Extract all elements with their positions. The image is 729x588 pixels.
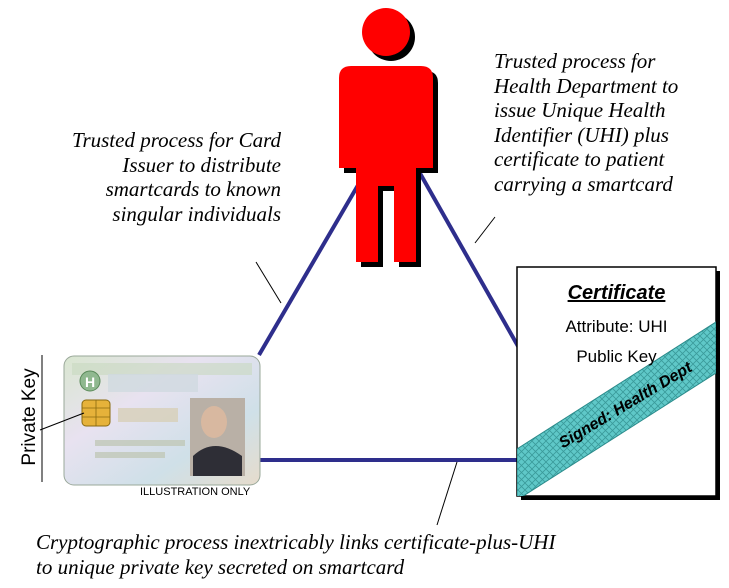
certificate-attribute: Attribute: UHI bbox=[565, 317, 668, 336]
portrait-photo bbox=[190, 398, 245, 476]
card-caption: ILLUSTRATION ONLY bbox=[140, 486, 251, 498]
annotation-line: Trusted process for Card bbox=[71, 128, 281, 152]
annotation-line: singular individuals bbox=[112, 201, 281, 226]
leader-line-card-issuer bbox=[255, 261, 282, 304]
leader-line-crypto bbox=[436, 461, 458, 526]
annotation-line: Health Department to bbox=[494, 73, 679, 98]
triangle-edge-left bbox=[257, 166, 370, 357]
annotation-line: Issuer to distribute bbox=[122, 152, 281, 177]
signed-band bbox=[517, 321, 716, 496]
person-icon bbox=[339, 8, 438, 267]
annotation-crypto: Cryptographic process inextricably links… bbox=[36, 530, 726, 579]
annotation-line: carrying a smartcard bbox=[494, 171, 673, 196]
annotation-line: Cryptographic process inextricably links… bbox=[36, 530, 556, 554]
certificate-title: Certificate bbox=[567, 282, 666, 304]
annotation-line: Trusted process for bbox=[494, 49, 656, 73]
certificate-box bbox=[516, 266, 720, 500]
leader-line-private-key bbox=[39, 412, 85, 431]
chip-icon bbox=[81, 399, 111, 427]
annotation-card-issuer: Trusted process for Card Issuer to distr… bbox=[0, 128, 281, 226]
private-key-label: Private Key bbox=[19, 368, 40, 466]
annotation-line: certificate to patient bbox=[494, 147, 665, 171]
annotation-line: to unique private key secreted on smartc… bbox=[36, 554, 405, 579]
svg-text:H: H bbox=[85, 374, 95, 390]
annotation-line: issue Unique Health bbox=[494, 98, 666, 122]
annotation-line: Identifier (UHI) plus bbox=[494, 122, 669, 147]
triangle-edge-right bbox=[415, 167, 525, 356]
leader-line-health-dept bbox=[474, 216, 496, 244]
annotation-line: smartcards to known bbox=[105, 177, 281, 201]
annotation-health-dept: Trusted process for Health Department to… bbox=[494, 49, 729, 196]
certificate-public-key: Public Key bbox=[576, 347, 657, 366]
